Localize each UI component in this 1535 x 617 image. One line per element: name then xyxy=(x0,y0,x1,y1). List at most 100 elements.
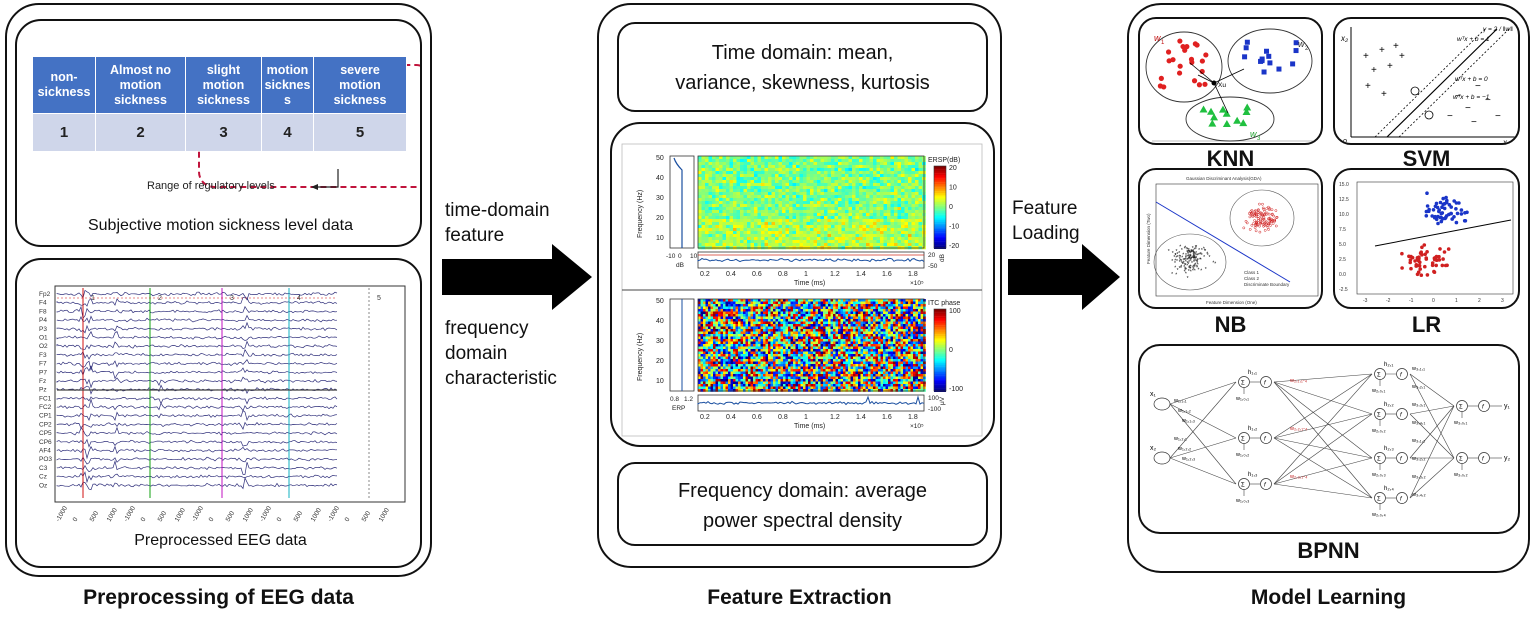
tf-heatmap-cell xyxy=(730,321,734,325)
tf-heatmap-cell xyxy=(785,306,789,310)
tf-heatmap-cell xyxy=(800,381,804,385)
tf-heatmap-cell xyxy=(810,321,814,325)
tf-heatmap-cell xyxy=(855,336,859,340)
tf-heatmap-cell xyxy=(827,219,832,223)
tf-heatmap-cell xyxy=(799,168,804,172)
tf-heatmap-cell xyxy=(841,186,846,190)
tf-heatmap-cell xyxy=(761,168,765,172)
tf-heatmap-cell xyxy=(710,304,714,307)
tf-heatmap-cell xyxy=(848,225,853,229)
tf-heatmap-cell xyxy=(768,299,771,302)
tf-heatmap-cell xyxy=(703,321,706,325)
tf-heatmap-cell xyxy=(789,189,793,193)
tf-heatmap-cell xyxy=(858,306,861,310)
tf-heatmap-cell xyxy=(764,204,769,208)
tf-heatmap-cell xyxy=(789,192,793,196)
tf-heatmap-cell xyxy=(894,222,898,226)
tf-heatmap-cell xyxy=(747,195,751,199)
tf-heatmap-cell xyxy=(733,331,736,335)
tf-heatmap-cell xyxy=(883,237,888,241)
tf-heatmap-cell xyxy=(858,356,861,360)
tf-heatmap-cell xyxy=(813,364,816,367)
tf-heatmap-cell xyxy=(843,301,846,305)
tf-heatmap-cell xyxy=(813,159,818,163)
tf-heatmap-cell xyxy=(845,361,849,365)
tf-heatmap-cell xyxy=(713,309,716,312)
tf-heatmap-cell xyxy=(883,299,886,302)
tf-heatmap-cell xyxy=(783,341,786,345)
tf-heatmap-cell xyxy=(698,243,702,247)
tf-heatmap-cell xyxy=(853,349,856,352)
tf-heatmap-cell xyxy=(700,336,704,340)
tf-heatmap-cell xyxy=(796,168,800,172)
eeg-trace xyxy=(56,445,337,460)
tf-heatmap-cell xyxy=(700,319,704,322)
tf-heatmap-cell xyxy=(705,369,709,372)
tf-heatmap-cell xyxy=(834,228,839,232)
tf-heatmap-cell xyxy=(834,198,839,202)
tf-heatmap-cell xyxy=(795,374,799,377)
tf-heatmap-cell xyxy=(780,374,784,377)
tf-heatmap-cell xyxy=(868,371,871,375)
tf-heatmap-cell xyxy=(866,171,870,175)
tf-heatmap-cell xyxy=(748,299,751,302)
tf-heatmap-cell xyxy=(733,359,736,362)
tf-heatmap-cell xyxy=(705,326,709,330)
tf-heatmap-cell xyxy=(788,326,791,330)
tf-heatmap-cell xyxy=(918,180,923,184)
tf-heatmap-cell xyxy=(838,222,842,226)
tf-heatmap-cell xyxy=(740,225,744,229)
tf-heatmap-cell xyxy=(730,374,734,377)
tf-heatmap-cell xyxy=(894,159,898,163)
tf-heatmap-cell xyxy=(701,198,706,202)
tf-heatmap-cell xyxy=(712,156,716,160)
tf-heatmap-cell xyxy=(698,174,702,178)
tf-heatmap-cell xyxy=(765,334,769,337)
tf-heatmap-cell xyxy=(715,364,719,367)
tf-heatmap-cell xyxy=(869,159,874,163)
tf-heatmap-cell xyxy=(828,339,831,342)
tf-heatmap-cell xyxy=(855,204,860,208)
tf-heatmap-cell xyxy=(883,369,886,372)
tf-heatmap-cell xyxy=(852,222,856,226)
eeg-channel-label: P7 xyxy=(39,369,47,376)
tf-heatmap-cell xyxy=(869,204,874,208)
tf-heatmap-cell xyxy=(796,240,800,244)
tf-trace-tick: 20 xyxy=(928,252,936,259)
tf-heatmap-cell xyxy=(894,192,898,196)
tf-heatmap-cell xyxy=(835,311,839,315)
tf-heatmap-cell xyxy=(764,168,769,172)
tf-heatmap-cell xyxy=(708,231,713,235)
eeg-event-label: 4 xyxy=(297,295,301,302)
tf-heatmap-cell xyxy=(710,339,714,342)
tf-heatmap-cell xyxy=(782,234,786,238)
tf-heatmap-cell xyxy=(875,309,879,312)
tf-heatmap-cell xyxy=(795,309,799,312)
tf-heatmap-cell xyxy=(729,165,734,169)
tf-heatmap-cell xyxy=(880,301,884,305)
tf-heatmap-cell xyxy=(860,351,864,355)
tf-heatmap-cell xyxy=(745,351,749,355)
tf-heatmap-cell xyxy=(805,329,809,332)
tf-heatmap-cell xyxy=(754,210,758,214)
tf-heatmap-cell xyxy=(798,319,801,322)
tf-heatmap-cell xyxy=(761,222,765,226)
tf-heatmap-cell xyxy=(904,213,909,217)
tf-heatmap-cell xyxy=(827,162,832,166)
tf-heatmap-cell xyxy=(718,361,721,365)
tf-heatmap-cell xyxy=(792,207,797,211)
tf-heatmap-cell xyxy=(718,371,721,375)
tf-heatmap-cell xyxy=(722,231,727,235)
tf-colorbar-cell xyxy=(934,178,946,181)
tf-heatmap-cell xyxy=(785,186,790,190)
tf-heatmap-cell xyxy=(805,349,809,352)
tf-heatmap-cell xyxy=(788,386,791,390)
tf-heatmap-cell xyxy=(880,364,884,367)
tf-heatmap-cell xyxy=(897,225,902,229)
tf-heatmap-cell xyxy=(908,216,912,220)
tf-heatmap-cell xyxy=(760,339,764,342)
tf-heatmap-cell xyxy=(918,192,923,196)
tf-heatmap-cell xyxy=(818,324,821,327)
tf-heatmap-cell xyxy=(901,216,905,220)
tf-heatmap-cell xyxy=(698,374,701,377)
